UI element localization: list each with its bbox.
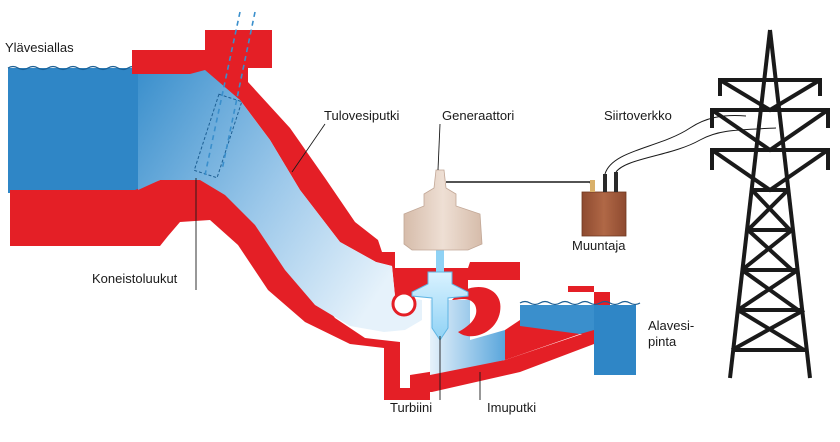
transmission-tower — [710, 29, 830, 379]
dam-structure — [10, 30, 610, 400]
spiral-inlet — [391, 291, 417, 317]
draft-tube-water — [430, 300, 505, 375]
label-penstock: Tulovesiputki — [324, 108, 399, 123]
transformer-bushing-2 — [603, 174, 607, 192]
gate-guide-1 — [204, 11, 241, 176]
tailwater — [519, 300, 641, 375]
reservoir-surface — [7, 65, 139, 71]
generator-cable — [446, 181, 595, 193]
label-draft-tube: Imuputki — [487, 400, 536, 415]
leader-generator — [437, 123, 441, 171]
label-tailwater-1: Alavesi- — [648, 318, 694, 333]
leader-lines — [195, 123, 481, 400]
transformer-bushing-3 — [614, 172, 618, 192]
upper-reservoir — [7, 65, 139, 193]
generator — [403, 169, 483, 251]
label-grid: Siirtoverkko — [604, 108, 672, 123]
leader-penstock — [291, 123, 326, 173]
shaft — [436, 248, 444, 272]
label-transformer: Muuntaja — [572, 238, 626, 253]
upper-concrete — [132, 30, 610, 360]
tailwater-channel — [520, 305, 594, 334]
penstock-water — [138, 70, 422, 332]
gate — [193, 11, 256, 179]
tailwater-surface — [519, 300, 641, 306]
transformer-body — [581, 191, 627, 237]
label-upper-reservoir: Ylävesiallas — [5, 40, 74, 55]
lower-concrete — [10, 178, 430, 400]
turbine-runner — [411, 271, 469, 341]
spiral-casing — [452, 286, 501, 337]
label-gate: Koneistoluukut — [92, 271, 178, 286]
transformer-bushing-1 — [590, 180, 595, 192]
label-generator: Generaattori — [442, 108, 514, 123]
label-tailwater-2: pinta — [648, 334, 677, 349]
draft-floor — [410, 330, 594, 392]
tailwater-body — [594, 305, 636, 375]
label-turbine: Turbiini — [390, 400, 432, 415]
reservoir-water — [8, 68, 138, 193]
